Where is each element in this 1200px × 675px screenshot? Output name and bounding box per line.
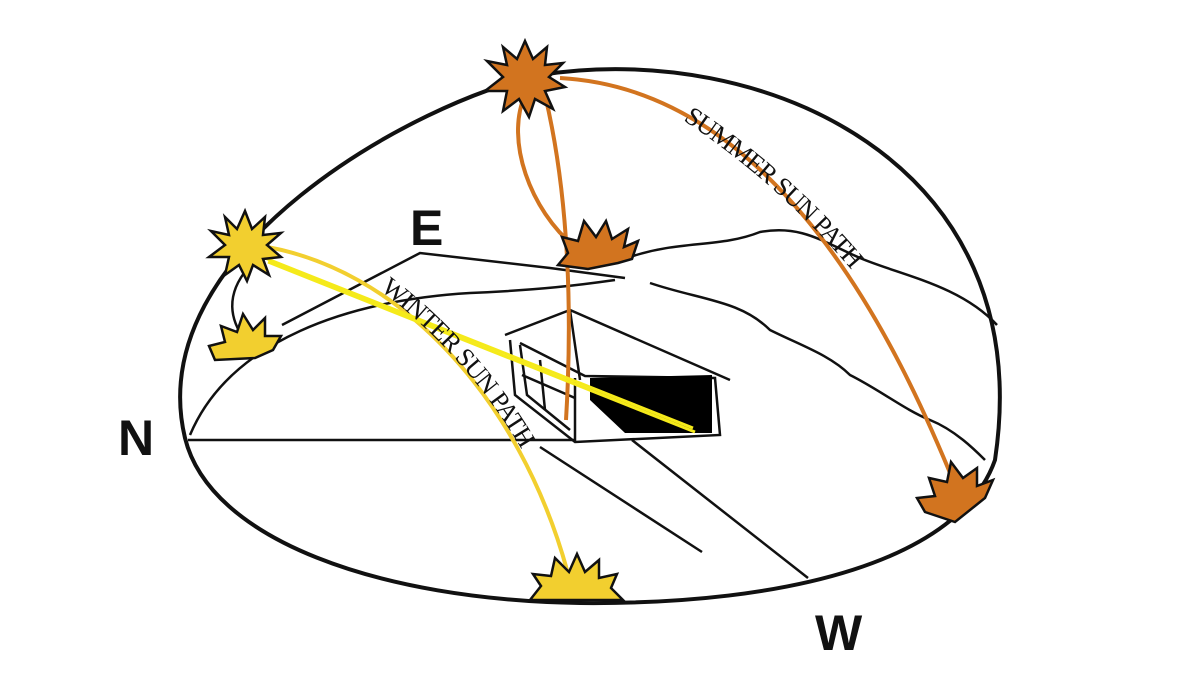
summer-sunset-sun bbox=[914, 459, 996, 524]
winter-ray-upper bbox=[264, 256, 694, 430]
inner-ground-arc bbox=[188, 278, 616, 436]
winter-noon-sun bbox=[205, 207, 285, 285]
house-window-dark bbox=[590, 375, 712, 433]
house-lot-line bbox=[539, 445, 703, 554]
winter-ray-lower bbox=[267, 260, 696, 434]
summer-sun-noon-loop bbox=[516, 94, 577, 249]
horizon-west-line bbox=[631, 439, 809, 579]
summer-noon-sun bbox=[481, 37, 569, 121]
summer-sunrise-sun bbox=[555, 218, 641, 271]
winter-sun-path-arc bbox=[254, 243, 569, 571]
mountain-foothill bbox=[649, 281, 986, 461]
winter-sunset-sun bbox=[527, 550, 627, 602]
summer-sun-path-arc bbox=[559, 76, 957, 486]
house bbox=[504, 308, 731, 444]
compass-west-label: W bbox=[815, 605, 863, 661]
compass-east-label: E bbox=[410, 200, 443, 256]
winter-sunrise-sun bbox=[207, 311, 284, 362]
sky-dome bbox=[178, 67, 1002, 606]
east-ridge-line bbox=[281, 251, 626, 327]
mountain-ridge bbox=[629, 229, 998, 326]
compass-north-label: N bbox=[118, 410, 154, 466]
